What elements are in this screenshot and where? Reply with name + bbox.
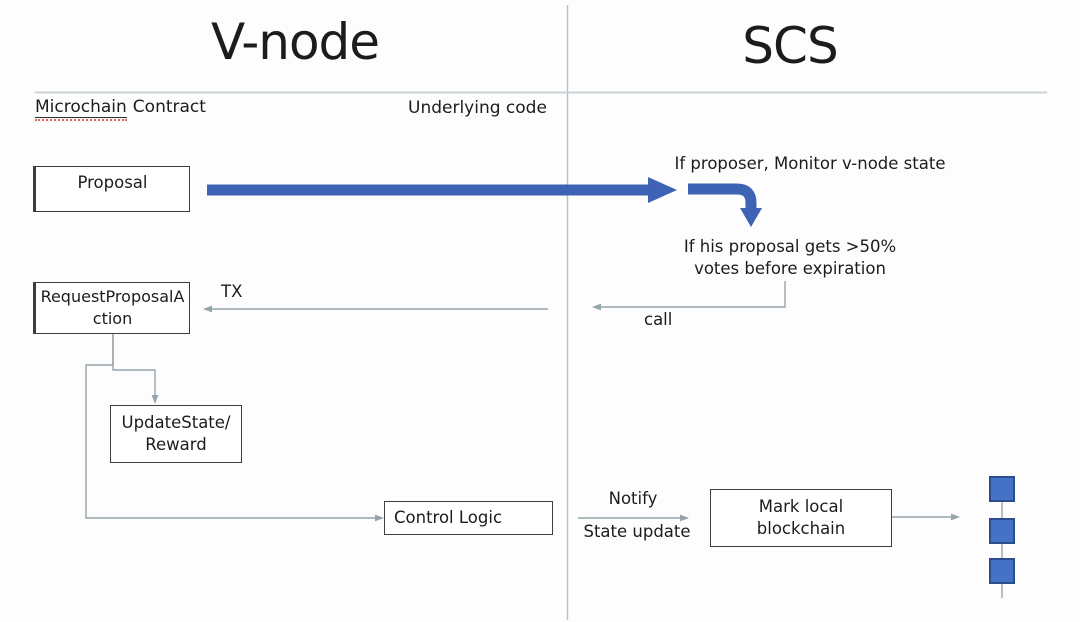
condition-note-line2: votes before expiration: [694, 259, 886, 279]
blockchain-block: [989, 518, 1015, 544]
blockchain-connector: [892, 513, 960, 521]
tx-connector: [203, 305, 548, 313]
underlying-code-label: Underlying code: [408, 98, 547, 118]
proposal-arrow-head: [648, 177, 677, 203]
update-state-reward-box: UpdateState/ Reward: [110, 405, 242, 463]
notify-connector-arrowhead: [680, 514, 689, 522]
tx-label: TX: [221, 282, 243, 301]
mark-local-blockchain-box: Mark local blockchain: [710, 489, 892, 547]
updatestate-connector-line: [112, 333, 156, 396]
monitor-note: If proposer, Monitor v-node state: [674, 154, 946, 173]
notify-connector: [578, 514, 689, 522]
elbow-arrow: [688, 183, 762, 227]
call-label: call: [644, 310, 673, 329]
update-box-line2: Reward: [145, 435, 207, 454]
request-proposal-action-box: RequestProposalA ction: [33, 282, 190, 334]
control-logic-box: Control Logic: [384, 501, 553, 535]
proposal-arrow: [207, 177, 677, 203]
contract-label: Contract: [132, 97, 206, 117]
proposal-box-label: Proposal: [77, 173, 148, 192]
microchain-label: Microchain: [35, 97, 127, 118]
condition-note-line1: If his proposal gets >50%: [683, 237, 897, 256]
blockchain-connector-arrowhead: [951, 513, 960, 521]
mark-box-line1: Mark local: [758, 496, 844, 516]
control-logic-connector-arrowhead: [375, 514, 384, 522]
call-connector: [592, 281, 786, 311]
elbow-arrow-shaft: [688, 183, 757, 209]
blockchain-block: [989, 558, 1015, 584]
proposal-box: Proposal: [33, 166, 190, 212]
mark-box-line2: blockchain: [756, 519, 846, 538]
call-connector-line: [596, 281, 786, 308]
condition-note: If his proposal gets >50% votes before e…: [665, 236, 915, 281]
proposal-arrow-shaft: [207, 184, 650, 196]
scs-title: SCS: [742, 17, 838, 75]
tx-connector-arrowhead: [203, 305, 212, 313]
request-box-line1: RequestProposalA: [40, 286, 185, 306]
blockchain-block: [989, 476, 1015, 502]
call-connector-arrowhead: [592, 303, 601, 311]
elbow-arrow-head: [740, 208, 762, 227]
vnode-title: V-node: [210, 13, 380, 71]
updatestate-connector-arrowhead: [151, 395, 159, 404]
state-update-label: State update: [583, 522, 691, 541]
update-box-line1: UpdateState/: [121, 412, 231, 432]
updatestate-connector: [112, 333, 159, 404]
notify-label: Notify: [608, 489, 658, 508]
control-logic-label: Control Logic: [394, 507, 503, 527]
request-box-line2: ction: [92, 309, 133, 328]
